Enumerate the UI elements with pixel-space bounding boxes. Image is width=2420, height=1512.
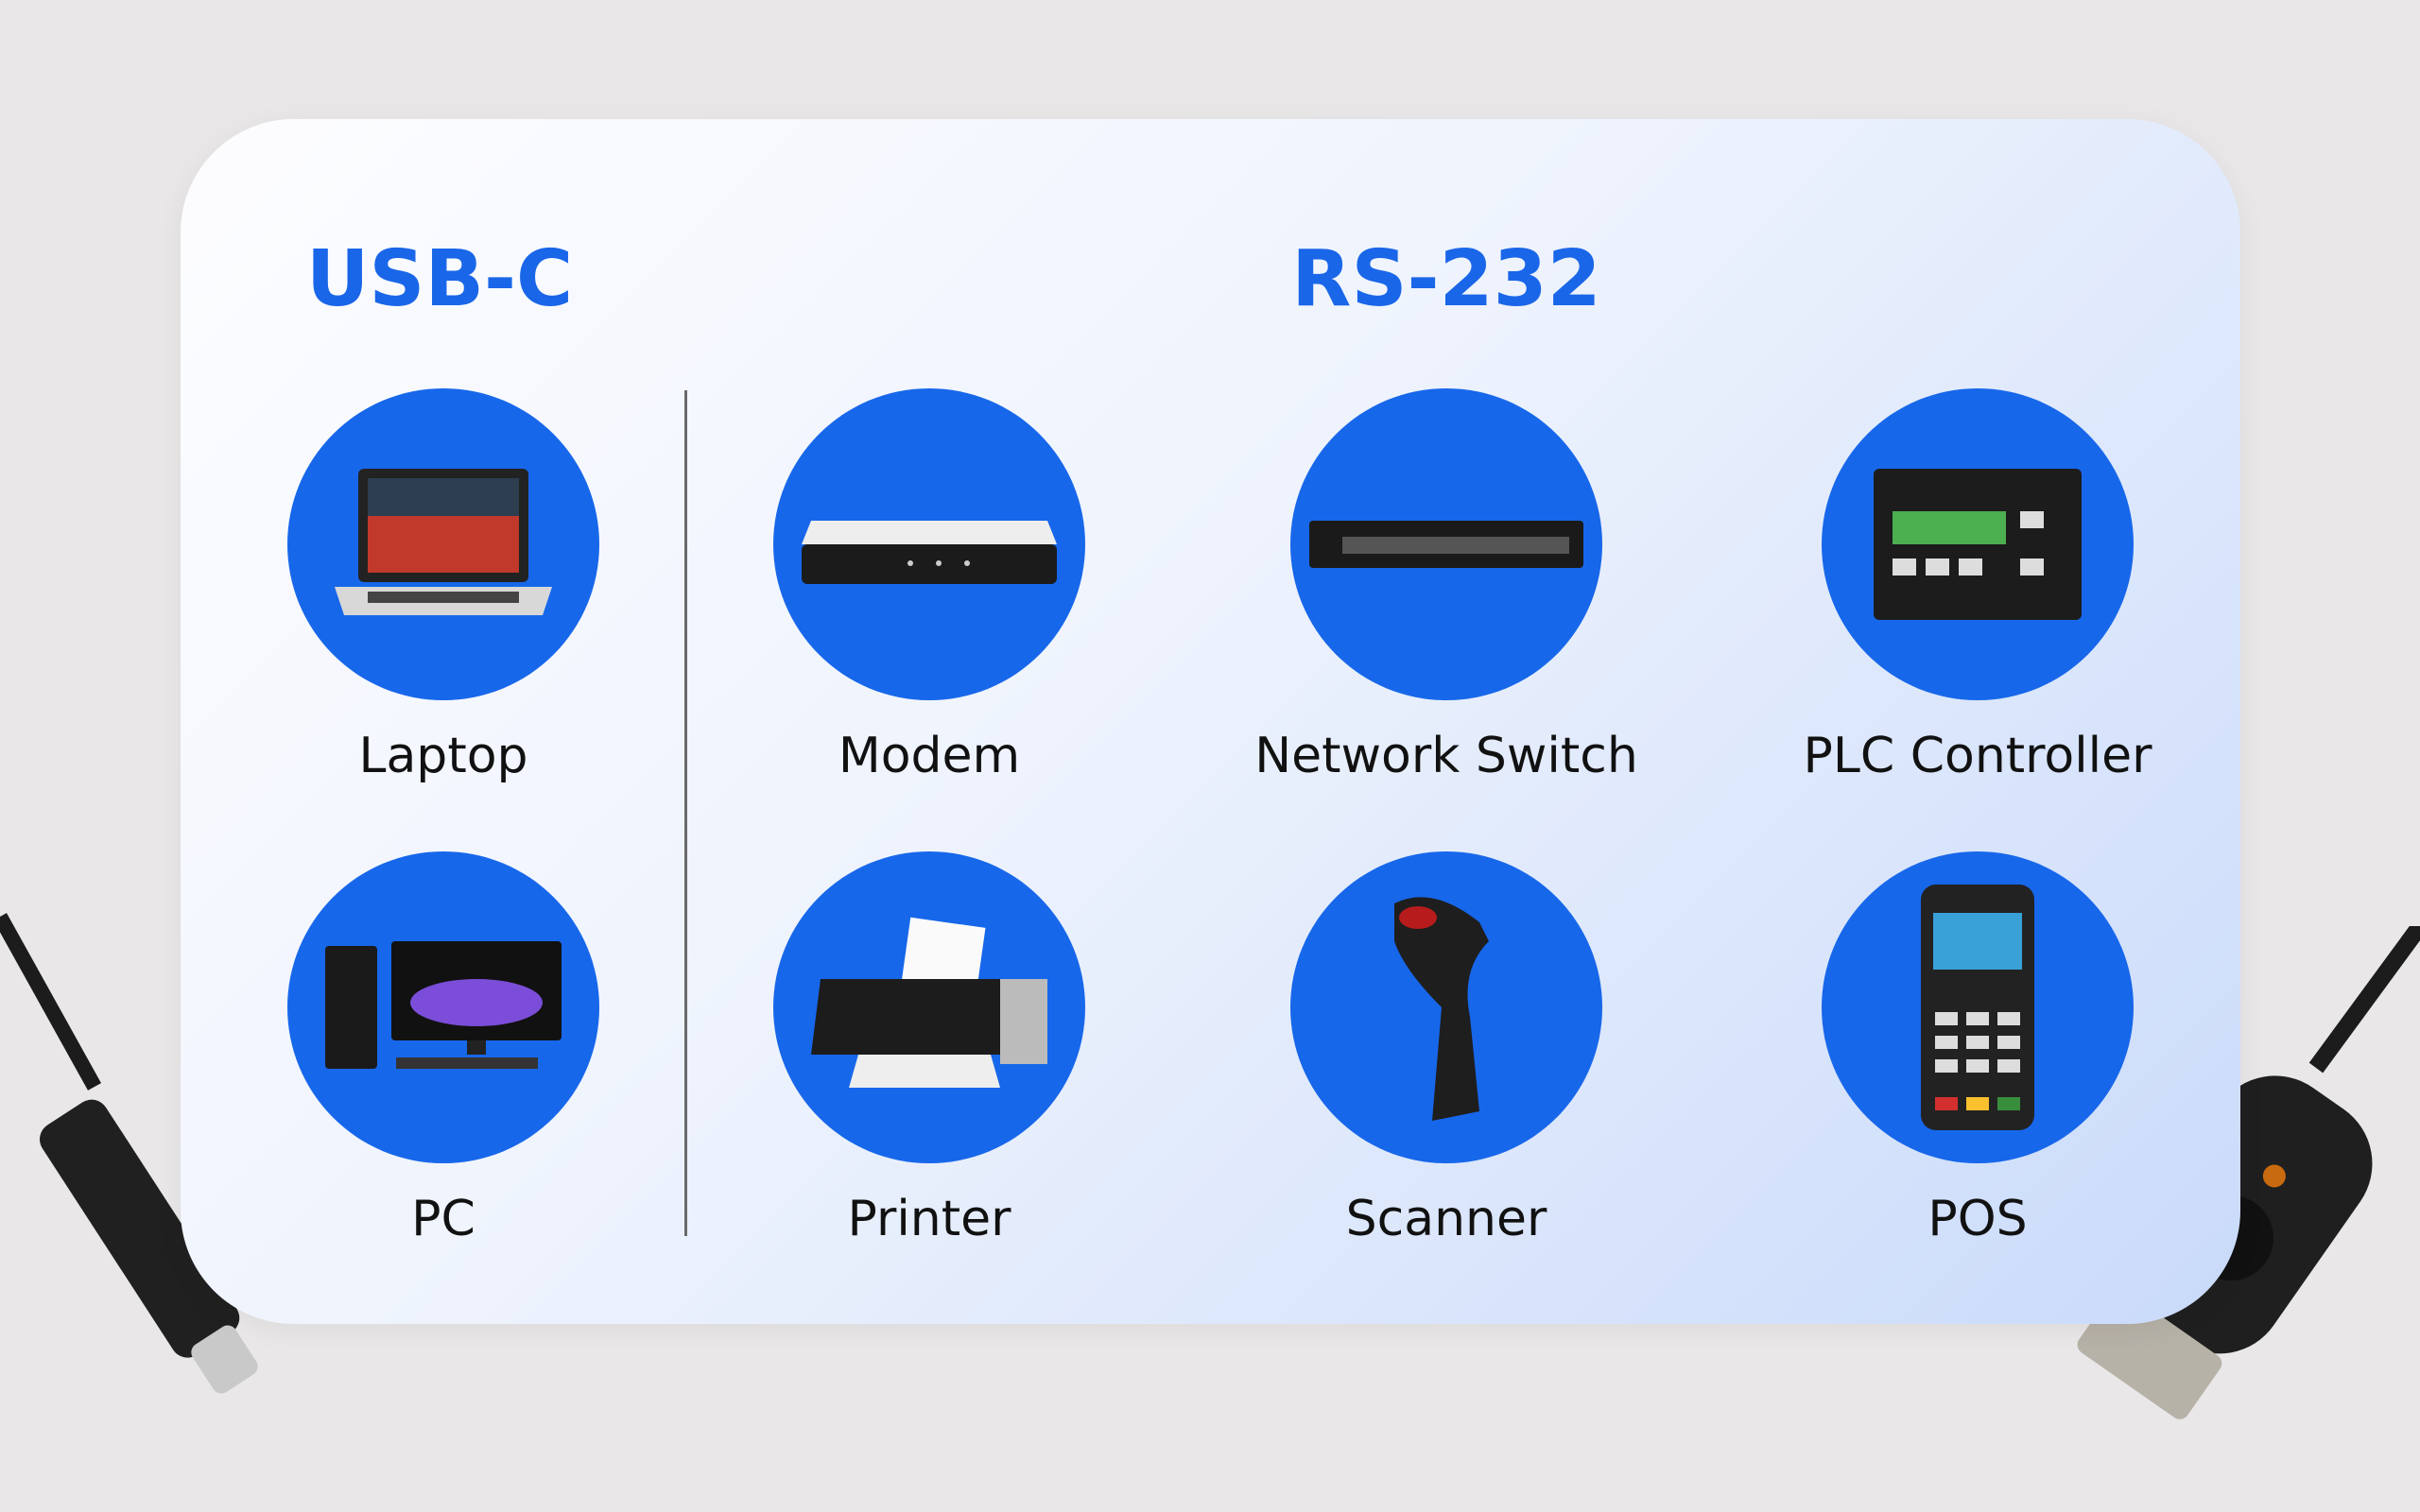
pos-terminal-icon bbox=[1921, 885, 2034, 1130]
device-pos bbox=[1822, 851, 2134, 1163]
barcode-scanner-icon bbox=[1394, 897, 1489, 1121]
usb-c-cable-icon bbox=[0, 913, 258, 1394]
device-network-switch bbox=[1290, 388, 1602, 700]
usb-c-heading: USB-C bbox=[305, 234, 574, 324]
device-scanner bbox=[1290, 851, 1602, 1163]
plc-controller-icon bbox=[1874, 469, 2082, 620]
printer-icon bbox=[811, 917, 1047, 1088]
label-plc-controller: PLC Controller bbox=[1803, 728, 2152, 784]
label-laptop: Laptop bbox=[358, 728, 528, 784]
device-printer bbox=[773, 851, 1085, 1163]
device-laptop bbox=[287, 388, 599, 700]
label-pos: POS bbox=[1927, 1191, 2028, 1247]
network-switch-icon bbox=[1309, 521, 1583, 568]
modem-icon bbox=[802, 521, 1057, 584]
label-printer: Printer bbox=[847, 1191, 1011, 1247]
laptop-icon bbox=[335, 469, 552, 615]
device-pc bbox=[287, 851, 599, 1163]
desktop-pc-icon bbox=[325, 941, 562, 1069]
device-modem bbox=[773, 388, 1085, 700]
section-divider bbox=[684, 390, 687, 1236]
label-modem: Modem bbox=[838, 728, 1021, 784]
label-pc: PC bbox=[411, 1191, 475, 1247]
label-scanner: Scanner bbox=[1345, 1191, 1547, 1247]
label-network-switch: Network Switch bbox=[1254, 728, 1638, 784]
rs232-heading: RS-232 bbox=[1291, 234, 1601, 324]
device-plc-controller bbox=[1822, 388, 2134, 700]
